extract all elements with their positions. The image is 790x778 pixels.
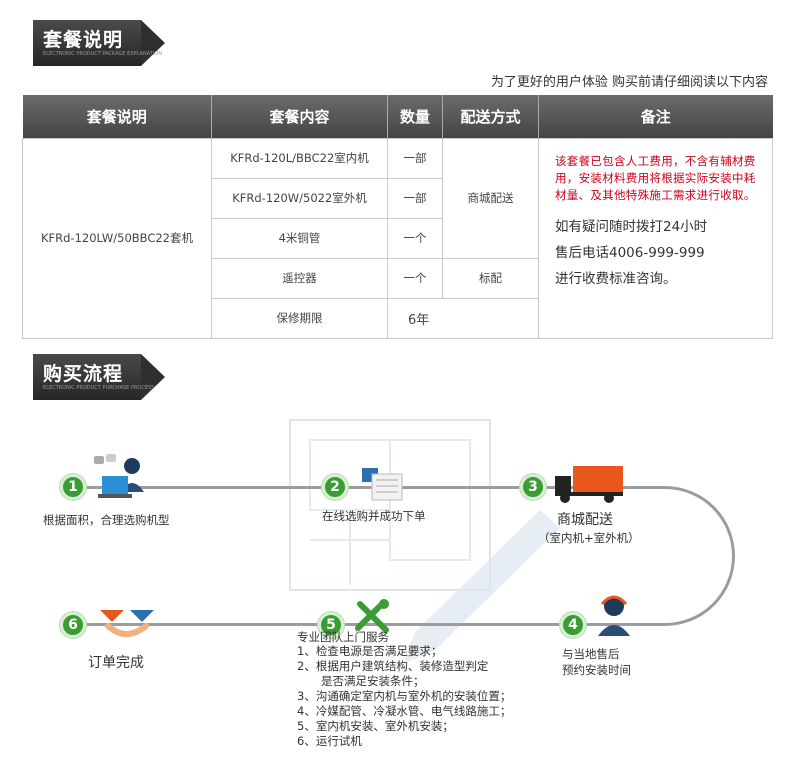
step-4-sublabel: 预约安装时间: [562, 663, 631, 677]
package-table: 套餐说明 套餐内容 数量 配送方式 备注 KFRd-120LW/50BBC22套…: [22, 95, 773, 339]
list-item: 6、运行试机: [297, 734, 362, 748]
step-2-label: 在线选购并成功下单: [322, 509, 426, 523]
handshake-icon: [100, 610, 154, 637]
remark-cell: 该套餐已包含人工费用，不含有辅材费用，安装材料费用将根据实际安装中耗材量、及其他…: [538, 137, 773, 339]
step-6-label: 订单完成: [88, 655, 144, 671]
purchase-flow: 1 根据面积，合理选购机型 2 在线选购并成功下单 3 商城配送 （室内机+室外…: [0, 400, 790, 778]
list-item: 是否满足安装条件；: [321, 674, 425, 688]
step-5-badge: 5: [318, 612, 344, 638]
table-row: 遥控器 一个 标配: [23, 257, 773, 299]
step-3-sublabel: （室内机+室外机）: [538, 531, 640, 545]
step-6-badge: 6: [60, 612, 86, 638]
online-order-icon: [362, 468, 403, 501]
step-2-badge: 2: [322, 474, 348, 500]
header-content: 套餐内容: [211, 95, 388, 138]
package-section-banner: 套餐说明 ELECTRONIC PRODUCT PACKAGE EXPLANAT…: [33, 20, 173, 66]
content-cell: 4米铜管: [211, 217, 388, 259]
package-name-cell: KFRd-120LW/50BBC22套机: [22, 137, 212, 339]
content-cell: KFRd-120L/BBC22室内机: [211, 137, 388, 179]
list-item: 2、根据用户建筑结构、装修造型判定: [297, 659, 489, 673]
qty-cell: 一个: [387, 217, 443, 259]
tools-icon: [355, 599, 389, 633]
header-delivery: 配送方式: [442, 95, 539, 138]
list-item: 5、室内机安装、室外机安装；: [297, 719, 454, 733]
step-4-label: 与当地售后: [562, 647, 620, 661]
list-item: 3、沟通确定室内机与室外机的安装位置；: [297, 689, 512, 703]
remark-fee-note: 该套餐已包含人工费用，不含有辅材费用，安装材料费用将根据实际安装中耗材量、及其他…: [555, 153, 756, 202]
delivery-truck-icon: [555, 466, 623, 503]
process-section-banner: 购买流程 ELECTRONIC PRODUCT PURCHASE PROCESS: [33, 354, 173, 400]
table-row: KFRd-120LW/50BBC22套机 KFRd-120L/BBC22室内机 …: [22, 137, 773, 339]
customer-service-icon: [94, 454, 144, 498]
header-package: 套餐说明: [22, 95, 212, 138]
section-title: 套餐说明: [43, 29, 124, 51]
content-cell: 保修期限: [211, 297, 388, 339]
remark-hotline: 如有疑问随时拨打24小时 售后电话4006-999-999 进行收费标准咨询。: [555, 214, 762, 292]
service-detail-list: 1、检查电源是否满足要求； 2、根据用户建筑结构、装修造型判定 是否满足安装条件…: [297, 644, 511, 749]
remark-line: 如有疑问随时拨打24小时: [555, 218, 708, 235]
section-subtitle: ELECTRONIC PRODUCT PACKAGE EXPLANATION: [43, 51, 162, 57]
qty-cell: 一个: [387, 257, 443, 299]
qty-cell: 一部: [387, 137, 443, 179]
table-header-row: 套餐说明 套餐内容 数量 配送方式 备注: [22, 95, 773, 138]
list-item: 1、检查电源是否满足要求；: [297, 644, 443, 658]
banner-arrow: [141, 20, 165, 66]
header-remark: 备注: [538, 95, 773, 138]
remark-line: 进行收费标准咨询。: [555, 270, 677, 287]
delivery-cell: 商城配送: [442, 137, 539, 259]
section-title: 购买流程: [43, 363, 124, 385]
step-1-badge: 1: [60, 474, 86, 500]
header-quantity: 数量: [387, 95, 443, 138]
delivery-cell: 标配: [442, 257, 539, 299]
warranty-cell: 6年: [387, 297, 539, 339]
list-item: 4、冷媒配管、冷凝水管、电气线路施工；: [297, 704, 512, 718]
content-cell: 遥控器: [211, 257, 388, 299]
section-subtitle: ELECTRONIC PRODUCT PURCHASE PROCESS: [43, 385, 155, 391]
content-cell: KFRd-120W/5022室外机: [211, 177, 388, 219]
pencil-illustration: [402, 510, 560, 665]
read-notice: 为了更好的用户体验 购买前请仔细阅读以下内容: [490, 75, 768, 90]
table-row: 保修期限 6年: [23, 297, 773, 339]
table-row: KFRd-120W/5022室外机 一部: [23, 177, 773, 219]
banner-background: [33, 354, 141, 400]
remark-line: 售后电话4006-999-999: [555, 244, 705, 261]
step-4-badge: 4: [560, 612, 586, 638]
step-1-label: 根据面积，合理选购机型: [43, 513, 170, 527]
flow-track: [75, 486, 735, 626]
step-5-label: 专业团队上门服务: [297, 630, 389, 644]
step-3-badge: 3: [520, 474, 546, 500]
qty-cell: 一部: [387, 177, 443, 219]
banner-arrow: [141, 354, 165, 400]
banner-background: [33, 20, 141, 66]
step-3-label: 商城配送: [557, 512, 613, 528]
after-sales-agent-icon: [598, 595, 630, 636]
